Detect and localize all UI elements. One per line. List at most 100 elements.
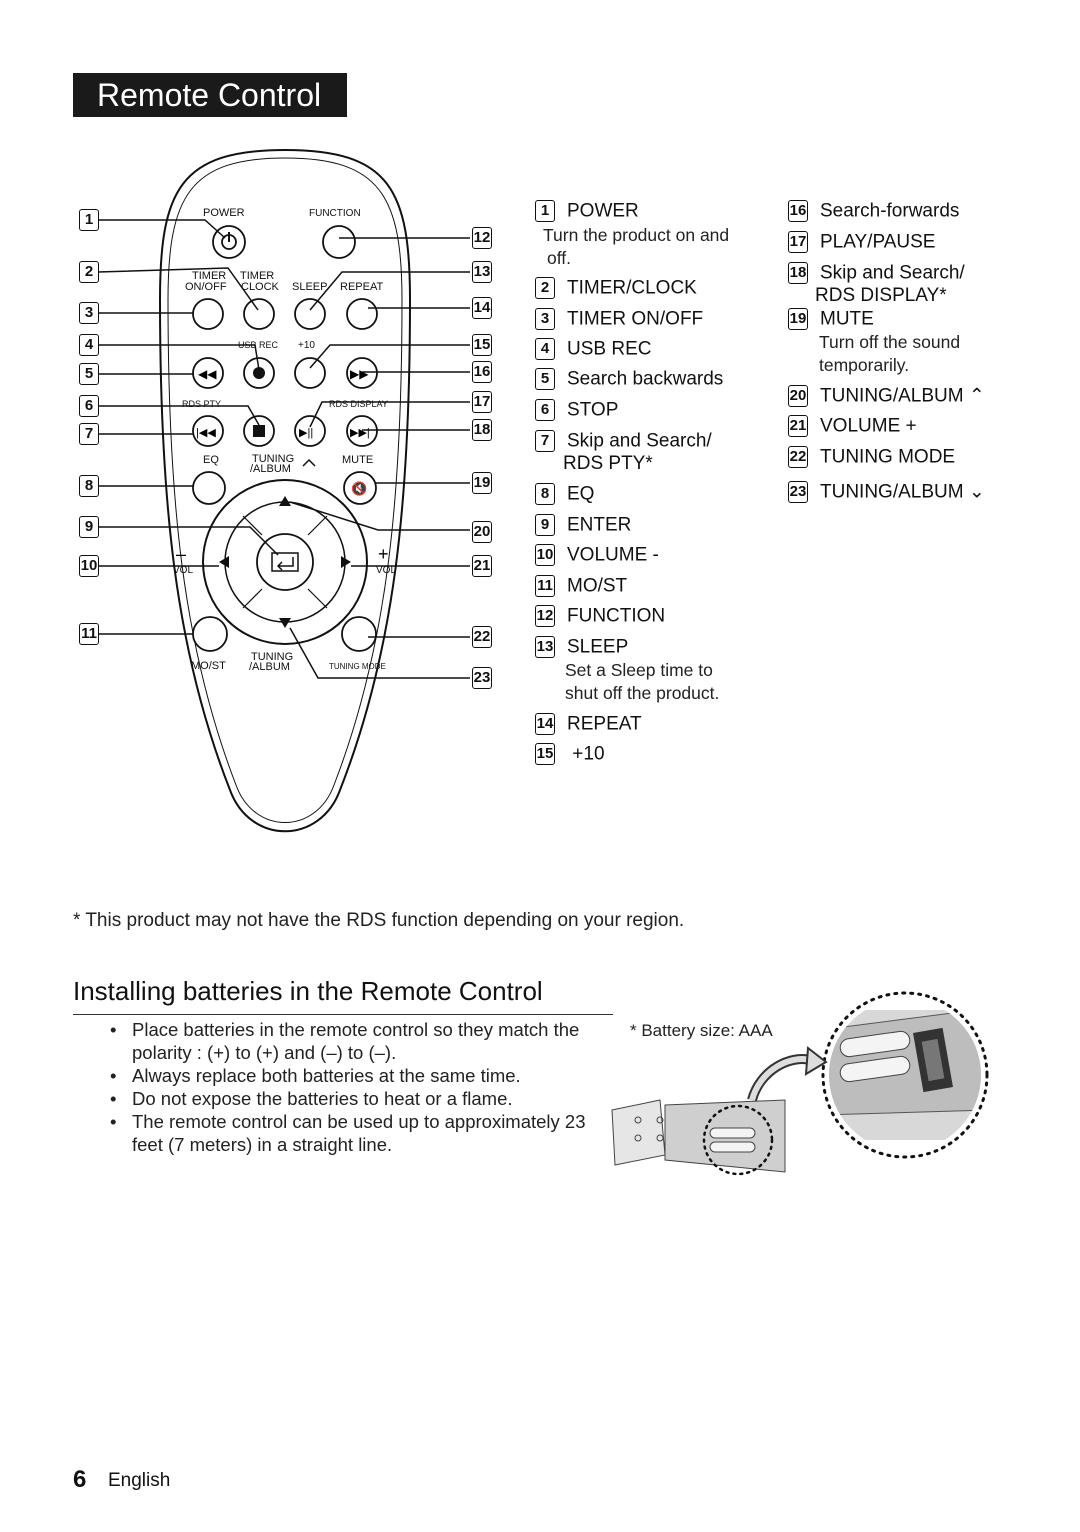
arrow-right-icon [804,1046,828,1076]
callout-19: 19 [472,472,492,494]
eq-button[interactable] [192,471,226,505]
callout-9: 9 [79,516,99,538]
callout-12: 12 [472,227,492,249]
bullet-item: Place batteries in the remote control so… [110,1018,610,1064]
callout-16: 16 [472,361,492,383]
list-item-continuation: RDS DISPLAY* [815,285,947,306]
callout-10: 10 [79,555,99,577]
record-icon [253,367,265,379]
callout-20: 20 [472,521,492,543]
skip-forward-icon: ▶▶| [350,427,370,439]
callout-14: 14 [472,297,492,319]
list-item-continuation: RDS PTY* [563,453,653,474]
battery-illustration [611,991,989,1176]
mo-st-label: MO/ST [191,660,226,672]
callout-2: 2 [79,261,99,283]
bullet-item: The remote control can be used up to app… [110,1110,610,1156]
tuning-mode-label: TUNING MODE [329,662,386,671]
plus10-label: +10 [298,340,315,351]
timer-on-off-label-2: ON/OFF [185,281,227,293]
left-leader-lines [97,219,279,635]
search-backwards-button[interactable] [192,357,224,389]
vol-minus-sign: – [176,544,186,564]
rds-display-label: RDS DISPLAY [329,399,388,409]
item-description: temporarily. [819,355,910,375]
callout-8: 8 [79,475,99,497]
rds-footnote: * This product may not have the RDS func… [73,910,685,931]
callout-7: 7 [79,423,99,445]
callout-17: 17 [472,391,492,413]
function-button[interactable] [322,225,356,259]
bullet-item: Always replace both batteries at the sam… [110,1064,610,1087]
page-language: English [108,1470,171,1491]
page-title: Remote Control [73,73,347,117]
vol-plus-sign: + [378,544,389,564]
item-description: Turn off the sound [819,332,961,352]
callout-3: 3 [79,302,99,324]
rewind-icon: ◀◀ [198,367,217,381]
remote-control-illustration: POWER FUNCTION TIMER ON/OFF TIMER CLOCK … [97,148,470,833]
battery-1 [839,1030,911,1058]
sleep-label: SLEEP [292,281,327,293]
callout-4: 4 [79,334,99,356]
callout-1: 1 [79,209,99,231]
tuning-album-down-label-1: TUNING [251,651,293,663]
item-description: Set a Sleep time to [565,660,713,680]
callout-23: 23 [472,667,492,689]
battery-size-note: * Battery size: AAA [630,1021,773,1040]
callout-18: 18 [472,419,492,441]
arrow-right-icon [341,556,351,568]
tuning-mode-button[interactable] [341,616,377,652]
fast-forward-icon: ▶▶ [350,367,369,381]
item-description: off. [547,248,572,268]
item-description: shut off the product. [565,683,720,703]
arrow-up-icon [279,496,291,506]
repeat-label: REPEAT [340,281,383,293]
eq-label: EQ [203,454,219,466]
item-description: Turn the product on and [543,225,730,245]
skip-forward-button[interactable] [346,415,378,447]
timer-clock-label-1: TIMER [240,270,274,282]
callout-13: 13 [472,261,492,283]
callout-21: 21 [472,555,492,577]
plus10-button[interactable] [294,357,326,389]
bullet-item: Do not expose the batteries to heat or a… [110,1087,610,1110]
arrow-down-icon [279,618,291,628]
page-number: 6 [73,1466,87,1493]
mo-st-button[interactable] [192,616,228,652]
chevron-up-icon [302,458,316,467]
callout-11: 11 [79,623,99,645]
timer-clock-button[interactable] [243,298,275,330]
usb-rec-label: USB REC [238,340,279,350]
mute-icon: 🔇 [351,481,367,497]
battery-2 [839,1055,911,1083]
vol-right-label: VOL [376,565,396,576]
rds-pty-label: RDS PTY [182,399,221,409]
timer-on-off-button[interactable] [192,298,224,330]
sleep-button[interactable] [294,298,326,330]
right-leader-lines [289,237,470,679]
skip-back-button[interactable] [192,415,224,447]
play-pause-button[interactable] [294,415,326,447]
mute-button[interactable] [343,471,377,505]
battery-cover [611,1099,666,1166]
search-forwards-button[interactable] [346,357,378,389]
stop-icon [253,425,265,437]
repeat-button[interactable] [346,298,378,330]
tuning-album-up-label-1: TUNING [252,453,294,465]
